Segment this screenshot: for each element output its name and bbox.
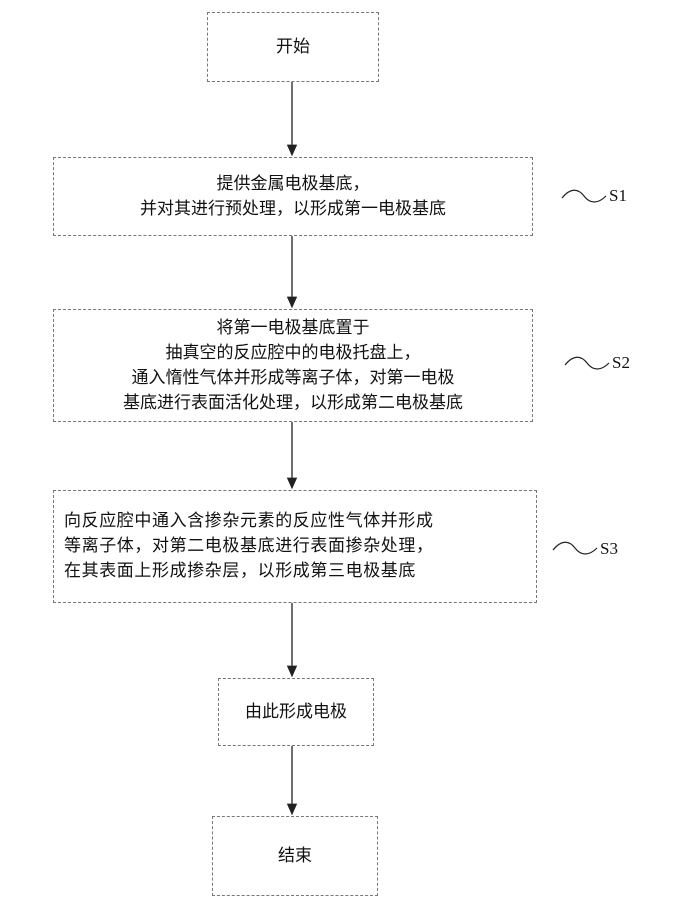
step-s3-node: 向反应腔中通入含掺杂元素的反应性气体并形成 等离子体，对第二电极基底进行表面掺杂… <box>53 490 537 603</box>
step-s2-label: S2 <box>612 353 630 373</box>
step-s2-line: 通入惰性气体并形成等离子体，对第一电极 <box>54 366 532 391</box>
step-s3-line: 向反应腔中通入含掺杂元素的反应性气体并形成 <box>64 509 536 534</box>
step-s1-node: 提供金属电极基底， 并对其进行预处理，以形成第一电极基底 <box>53 157 533 236</box>
tilde-connector-s3 <box>553 542 597 554</box>
step-s1-label: S1 <box>609 186 627 206</box>
tilde-connector-s1 <box>562 190 606 202</box>
tilde-connector-s2 <box>565 357 609 369</box>
form-electrode-label: 由此形成电极 <box>219 700 373 725</box>
start-label: 开始 <box>208 35 378 60</box>
step-s2-node: 将第一电极基底置于 抽真空的反应腔中的电极托盘上， 通入惰性气体并形成等离子体，… <box>53 309 533 422</box>
form-electrode-node: 由此形成电极 <box>218 678 374 746</box>
step-s1-line: 提供金属电极基底， <box>54 172 532 197</box>
step-s2-line: 将第一电极基底置于 <box>54 316 532 341</box>
end-label: 结束 <box>213 844 377 869</box>
step-s2-line: 抽真空的反应腔中的电极托盘上， <box>54 341 532 366</box>
step-s1-line: 并对其进行预处理，以形成第一电极基底 <box>54 197 532 222</box>
start-node: 开始 <box>207 12 379 82</box>
end-node: 结束 <box>212 816 378 896</box>
step-s2-line: 基底进行表面活化处理，以形成第二电极基底 <box>54 391 532 416</box>
step-s3-label: S3 <box>600 539 618 559</box>
step-s3-line: 等离子体，对第二电极基底进行表面掺杂处理， <box>64 534 536 559</box>
step-s3-line: 在其表面上形成掺杂层，以形成第三电极基底 <box>64 559 536 584</box>
